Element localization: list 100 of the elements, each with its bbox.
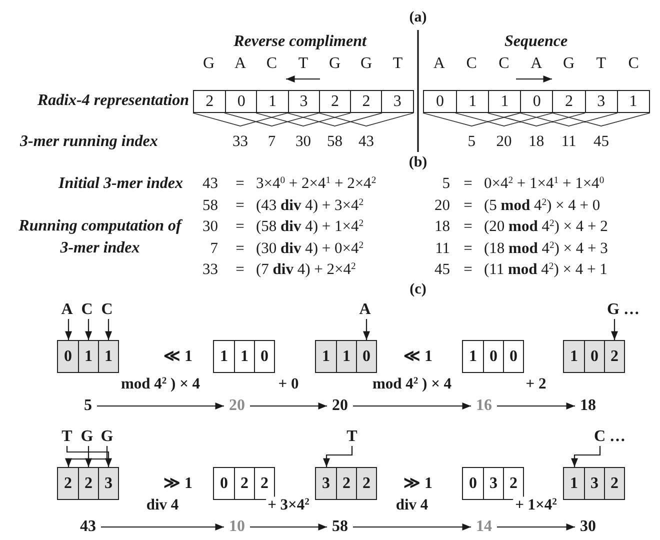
index-value: 18 — [528, 133, 544, 151]
base-letter: C … — [594, 428, 626, 446]
arrow — [85, 319, 92, 340]
base-letter: G — [202, 54, 215, 74]
register-cell-text: 1 — [468, 346, 478, 366]
base-letter: T — [298, 54, 308, 74]
radix-digit-strip — [193, 90, 414, 113]
register-cell: 0 — [254, 341, 274, 372]
formula: (43 div 4) + 3×4$^{2}$ — [256, 196, 364, 214]
index-value: 14 — [471, 518, 497, 536]
register-cell-text: 3 — [321, 474, 331, 494]
row-heading: Radix-4 representation — [37, 92, 189, 110]
formula: (20 mod 4$^{2}$) × 4 + 2 — [484, 218, 608, 236]
base-letter: A — [530, 54, 542, 74]
register-cell-text: 2 — [63, 474, 73, 494]
base-letter: G — [100, 428, 114, 446]
formula: (30 div 4) + 0×4$^{2}$ — [256, 240, 364, 258]
base-letter: G … — [607, 301, 640, 319]
formula: (5 mod 4$^{2}$) × 4 + 0 — [484, 196, 600, 214]
index-value: 20 — [496, 133, 512, 151]
shift-operator: ≫ 1 — [164, 474, 192, 494]
panel-label: (c) — [410, 281, 426, 299]
shift-operator: ≪ 1 — [404, 348, 432, 366]
digit-cell-text: 2 — [204, 92, 215, 112]
arrow — [323, 446, 353, 467]
base-letter: G — [328, 54, 341, 74]
register-cell: 3 — [98, 468, 118, 499]
arrow — [363, 319, 370, 340]
register-cell: 1 — [78, 341, 98, 372]
register-cell-text: 1 — [321, 346, 331, 366]
register-cell-text: 0 — [468, 474, 478, 494]
arrow — [571, 446, 601, 467]
formula: 0×4$^{2}$ + 1×4$^{1}$ + 1×4$^{0}$ — [484, 175, 604, 193]
edge-label: mod 4$^{2}$ ) × 4 — [370, 376, 454, 394]
register-cell: 2 — [356, 468, 376, 499]
base-letter: T — [62, 428, 72, 446]
register-cell: 1 — [336, 341, 356, 372]
index-value: 33 — [232, 133, 248, 151]
register-box — [57, 340, 119, 373]
shift-operator: ≫ 1 — [404, 474, 432, 494]
index-value: 43 — [75, 518, 101, 536]
register-box — [213, 340, 275, 373]
base-letter: A — [433, 54, 445, 74]
index-value: 7 — [268, 133, 276, 151]
index-value: 5 — [442, 175, 450, 193]
index-value: 10 — [224, 518, 250, 536]
digit-cell-text: 0 — [435, 92, 446, 112]
digit-cell: 3 — [584, 91, 617, 112]
base-letter: C — [81, 301, 93, 319]
arrow — [105, 319, 112, 340]
index-value: 11 — [435, 240, 450, 258]
base-letter: C — [466, 54, 477, 74]
index-value: 30 — [296, 133, 311, 151]
register-box — [563, 340, 625, 373]
row-heading: Initial 3-mer index — [58, 174, 183, 194]
register-box — [563, 467, 625, 500]
equals-sign: = — [464, 218, 472, 236]
panel-label: (b) — [408, 154, 428, 172]
index-value: 7 — [210, 240, 218, 258]
index-value: 43 — [202, 175, 218, 193]
register-cell: 2 — [234, 468, 254, 499]
index-value: 20 — [434, 196, 450, 214]
arrow — [250, 402, 327, 410]
equals-sign: = — [236, 261, 244, 279]
digit-cell: 2 — [350, 91, 382, 112]
arrow — [353, 402, 471, 410]
shift-operator: ≪ 1 — [164, 348, 192, 366]
base-letter: T — [392, 54, 403, 74]
digit-cell: 0 — [225, 91, 256, 112]
register-box — [57, 467, 119, 500]
formula: 3×4$^{0}$ + 2×4$^{1}$ + 2×4$^{2}$ — [256, 175, 376, 193]
digit-cell: 1 — [616, 91, 649, 112]
row-heading: Running computation of 3-mer index — [18, 216, 184, 258]
register-box — [315, 340, 377, 373]
equals-sign: = — [464, 196, 472, 214]
equals-sign: = — [236, 240, 244, 258]
base-letter: C — [266, 54, 278, 74]
arrow — [611, 319, 618, 340]
strand-heading: Reverse compliment — [234, 32, 366, 52]
arrow — [250, 524, 327, 530]
index-value: 58 — [327, 133, 342, 151]
index-value: 18 — [434, 218, 450, 236]
register-box — [213, 467, 275, 500]
register-box — [315, 467, 377, 500]
register-cell: 2 — [604, 341, 624, 372]
register-cell: 2 — [336, 468, 356, 499]
index-value: 18 — [575, 397, 601, 415]
register-cell: 2 — [78, 468, 98, 499]
formula: (11 mod 4$^{2}$) × 4 + 1 — [484, 261, 608, 279]
index-value: 20 — [327, 397, 353, 415]
digit-cell: 1 — [488, 91, 520, 112]
index-value: 5 — [79, 397, 97, 415]
digit-cell: 3 — [381, 91, 413, 112]
register-cell: 1 — [98, 341, 118, 372]
base-letter: A — [359, 301, 371, 319]
equals-sign: = — [464, 261, 472, 279]
formula: (58 div 4) + 1×4$^{2}$ — [256, 218, 364, 236]
equals-sign: = — [236, 175, 244, 193]
register-cell-text: 1 — [569, 474, 579, 494]
base-letter: C — [498, 54, 510, 74]
